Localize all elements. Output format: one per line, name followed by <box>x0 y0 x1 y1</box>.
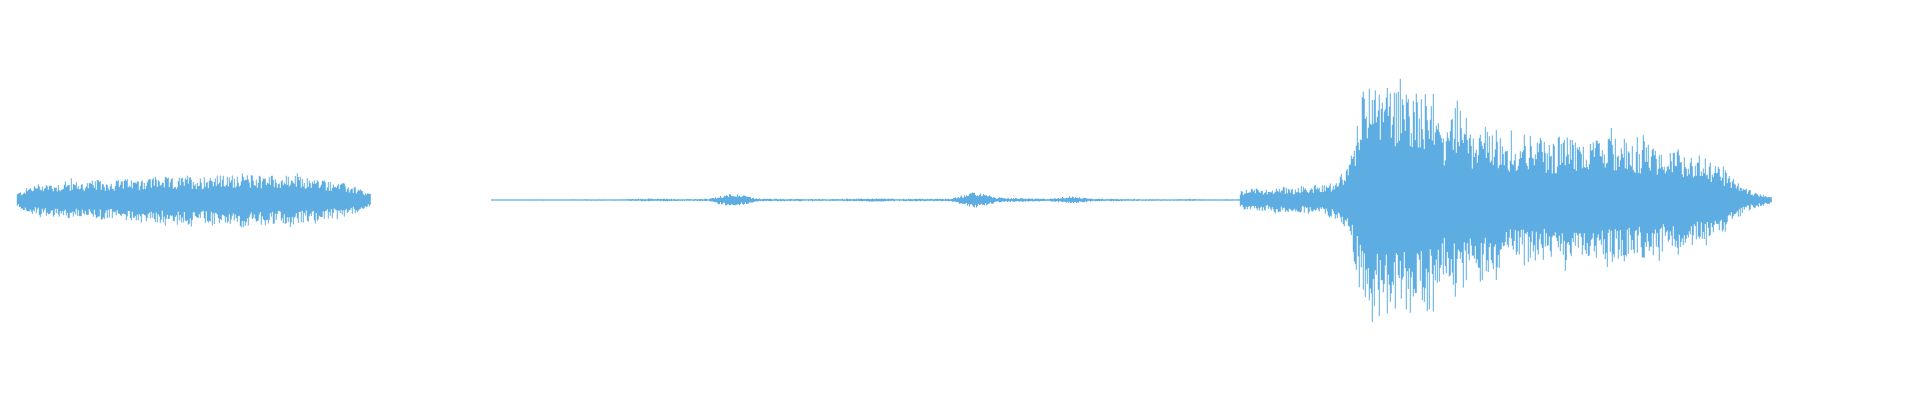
waveform-segment-2 <box>491 192 1240 208</box>
waveform-segment-3 <box>1239 78 1772 322</box>
waveform-group <box>16 78 1772 322</box>
waveform-segment-1 <box>16 173 371 228</box>
